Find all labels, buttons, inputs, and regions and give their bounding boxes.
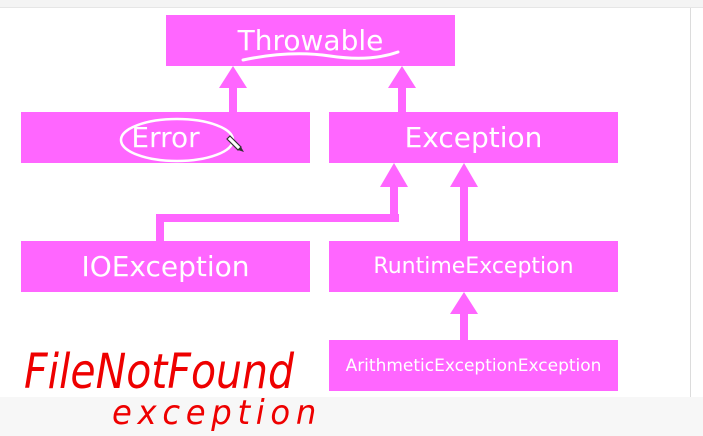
connector-runtime-exception <box>460 180 468 241</box>
arrowhead-arith-runtime <box>450 292 478 314</box>
node-arithmetic-exception-label: ArithmeticExceptionException <box>345 355 602 376</box>
connector-exception-throwable <box>398 85 406 112</box>
connector-ioexception-rise <box>390 180 398 222</box>
annotation-line-1: FileNotFound <box>24 344 294 400</box>
arrowhead-ioexception-exception <box>380 163 408 187</box>
node-throwable: Throwable <box>166 15 455 66</box>
node-error-label: Error <box>131 121 200 154</box>
window-top-strip <box>0 0 703 8</box>
window-right-edge <box>690 8 703 436</box>
connector-arith-runtime <box>460 308 468 340</box>
annotation-line-2: exception <box>112 393 322 433</box>
arrowhead-exception-throwable <box>388 66 416 88</box>
node-ioexception: IOException <box>21 241 310 292</box>
node-exception-label: Exception <box>404 121 543 154</box>
node-runtime-exception: RuntimeException <box>329 241 618 292</box>
node-throwable-label: Throwable <box>237 24 384 57</box>
node-runtime-exception-label: RuntimeException <box>373 254 574 279</box>
connector-error-throwable <box>229 85 237 112</box>
pen-cursor-icon <box>226 135 244 152</box>
connector-ioexception-across <box>156 214 399 222</box>
error-circle-stroke <box>119 117 235 163</box>
connector-ioexception-up <box>156 216 164 241</box>
node-ioexception-label: IOException <box>81 250 250 283</box>
throwable-underline-stroke <box>241 50 400 62</box>
arrowhead-runtime-exception <box>450 163 478 187</box>
node-exception: Exception <box>329 112 618 163</box>
window-bottom-strip <box>0 397 703 436</box>
node-arithmetic-exception: ArithmeticExceptionException <box>329 340 618 391</box>
arrowhead-error-throwable <box>219 66 247 88</box>
